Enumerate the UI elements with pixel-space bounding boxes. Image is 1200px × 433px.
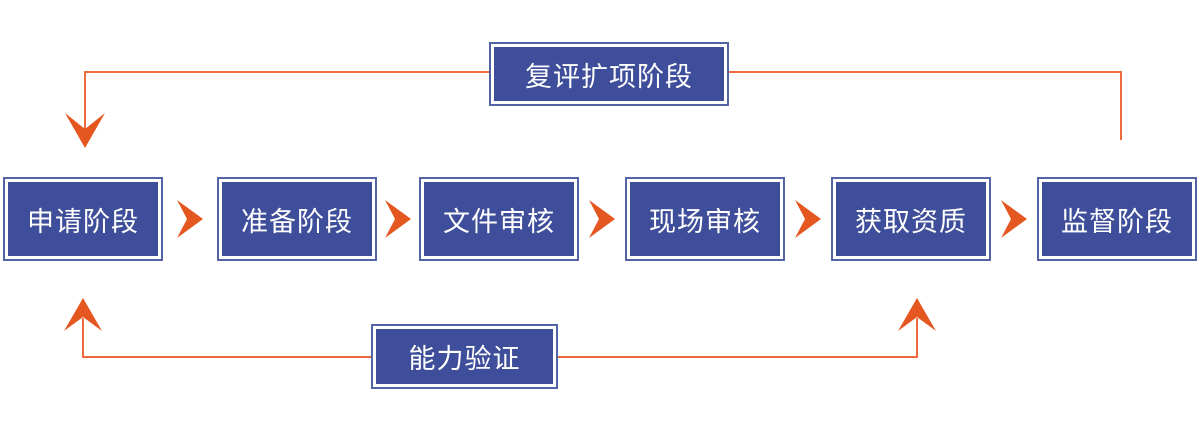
- arrow-up-icon: [898, 298, 936, 331]
- capability-verification-box: 能力验证: [373, 326, 556, 387]
- arrow-right-icon: [385, 200, 411, 238]
- reassessment-expansion-stage-box: 复评扩项阶段: [491, 44, 727, 104]
- arrow-right-icon: [1001, 200, 1027, 238]
- stage-preparation-box: 准备阶段: [219, 179, 375, 259]
- arrow-down-icon: [65, 113, 105, 148]
- arrow-right-icon: [589, 200, 615, 238]
- stage-obtain-qualification-box: 获取资质: [833, 179, 989, 259]
- stage-supervision-box: 监督阶段: [1039, 179, 1195, 259]
- stage-document-review-box: 文件审核: [421, 179, 577, 259]
- arrow-up-icon: [64, 298, 102, 331]
- stage-application-box: 申请阶段: [5, 179, 161, 259]
- arrow-right-icon: [177, 200, 203, 238]
- stage-onsite-review-box: 现场审核: [627, 179, 783, 259]
- arrow-right-icon: [795, 200, 821, 238]
